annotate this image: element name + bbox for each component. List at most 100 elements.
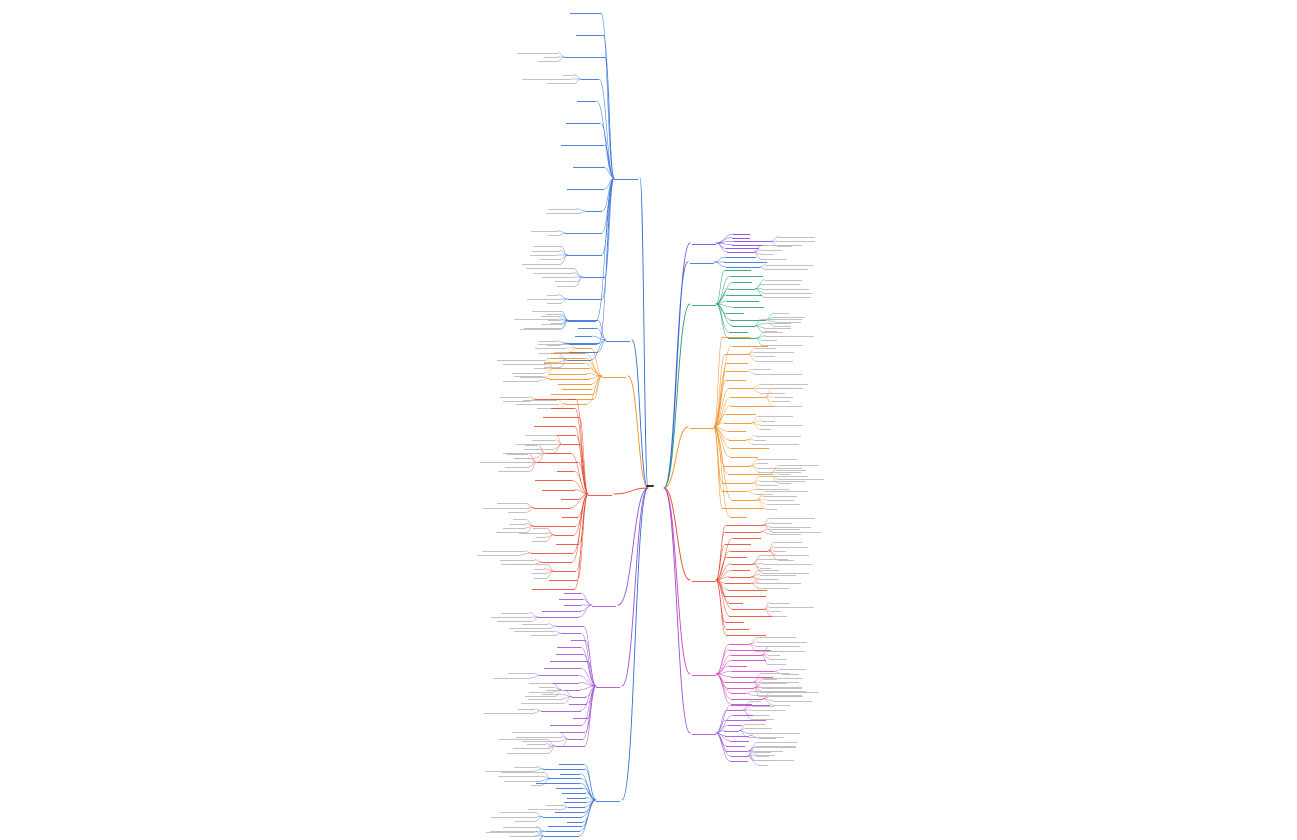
leaf-link: [753, 251, 761, 259]
sub-topic-underline: [561, 352, 598, 353]
leaf-link: [748, 643, 756, 651]
leaf-link: [545, 368, 555, 378]
leaf-topic-underline: [547, 320, 561, 321]
leaf-topic-underline: [762, 563, 812, 565]
leaf-topic-underline: [479, 462, 529, 463]
leaf-topic-underline: [532, 528, 547, 529]
sub-topic-underline: [567, 189, 605, 190]
leaf-topic-underline: [751, 444, 799, 445]
leaf-topic-underline: [758, 637, 797, 638]
sub-branch-link: [713, 426, 733, 501]
leaf-topic-underline: [760, 583, 801, 584]
leaf-topic-underline: [483, 507, 529, 509]
leaf-topic-underline: [761, 288, 810, 289]
sub-topic-underline: [577, 328, 597, 329]
sub-branch-link: [715, 563, 732, 581]
leaf-link: [769, 473, 779, 484]
sub-topic-underline: [722, 491, 747, 492]
root-topic[interactable]: [646, 485, 654, 487]
leaf-topic-underline: [562, 74, 575, 76]
leaf-topic-underline: [769, 518, 815, 519]
sub-topic-underline: [729, 665, 748, 667]
leaf-topic-underline: [534, 568, 545, 570]
sub-branch-link: [596, 327, 607, 341]
leaf-topic-underline: [554, 281, 578, 282]
sub-topic-underline: [534, 507, 571, 509]
sub-topic-underline: [567, 807, 585, 808]
leaf-topic-underline: [489, 831, 536, 832]
sub-topic-underline: [733, 715, 753, 716]
main-branch-link: [613, 487, 649, 495]
leaf-topic-underline: [520, 703, 565, 704]
sub-topic-underline: [724, 262, 767, 263]
sub-topic-underline: [576, 35, 604, 36]
sub-topic-underline: [573, 167, 604, 168]
leaf-topic-underline: [499, 812, 536, 813]
leaf-topic-underline: [500, 612, 530, 614]
sub-topic-underline: [563, 605, 581, 606]
sub-branch-link: [595, 177, 615, 322]
leaf-topic-underline: [763, 332, 784, 333]
leaf-topic-underline: [524, 827, 539, 828]
sub-topic-underline: [730, 319, 766, 320]
sub-topic-underline: [725, 720, 766, 721]
leaf-topic-underline: [518, 708, 536, 709]
sub-topic-underline: [544, 668, 581, 669]
leaf-link: [538, 453, 546, 463]
leaf-link: [565, 689, 572, 697]
leaf-topic-underline: [546, 357, 560, 359]
sub-topic-underline: [555, 435, 576, 436]
leaf-link: [765, 319, 774, 327]
leaf-topic-underline: [542, 277, 575, 278]
sub-topic-underline: [568, 398, 594, 400]
leaf-link: [520, 552, 531, 556]
sub-branch-link: [715, 649, 729, 675]
leaf-link: [542, 778, 551, 786]
sub-branch-link: [580, 632, 597, 687]
leaf-topic-underline: [759, 254, 775, 255]
leaf-topic-underline: [758, 472, 802, 473]
sub-topic-underline: [555, 812, 585, 813]
leaf-link: [751, 422, 760, 430]
sub-topic-underline: [726, 267, 760, 268]
leaf-topic-underline: [773, 550, 787, 552]
leaf-topic-underline: [753, 750, 783, 752]
sub-topic-underline: [558, 383, 593, 385]
sub-topic-underline: [729, 615, 773, 617]
leaf-link: [754, 325, 764, 333]
sub-topic-underline: [532, 589, 575, 590]
sub-topic-underline: [723, 422, 752, 424]
sub-topic-underline: [580, 79, 600, 80]
sub-topic-underline: [533, 525, 577, 527]
sub-topic-underline: [555, 626, 584, 627]
sub-topic-underline: [727, 474, 770, 475]
leaf-topic-underline: [542, 694, 562, 695]
leaf-link: [759, 266, 766, 270]
leaf-topic-underline: [490, 617, 532, 618]
leaf-topic-underline: [760, 568, 772, 569]
leaf-link: [533, 673, 541, 676]
leaf-topic-underline: [545, 805, 563, 806]
leaf-topic-underline: [776, 241, 816, 242]
sub-topic-underline: [725, 635, 766, 636]
leaf-topic-underline: [781, 669, 806, 670]
sub-branch-link: [715, 531, 726, 581]
leaf-topic-underline: [771, 392, 786, 394]
leaf-topic-underline: [747, 737, 784, 738]
leaf-topic-underline: [541, 324, 561, 325]
sub-topic-underline: [556, 543, 580, 545]
leaf-link: [750, 583, 759, 588]
sub-topic-underline: [729, 761, 749, 762]
leaf-topic-underline: [509, 523, 526, 524]
leaf-topic-underline: [781, 673, 800, 674]
leaf-link: [747, 347, 756, 355]
leaf-topic-underline: [759, 489, 790, 490]
sub-topic-underline: [552, 682, 580, 683]
leaf-topic-underline: [769, 646, 800, 647]
sub-topic-underline: [732, 325, 756, 327]
sub-branch-link: [715, 240, 733, 244]
main-branch-link: [627, 375, 649, 489]
leaf-topic-underline: [524, 327, 563, 329]
main-branch-underline: [692, 733, 716, 734]
leaf-topic-underline: [510, 564, 548, 565]
